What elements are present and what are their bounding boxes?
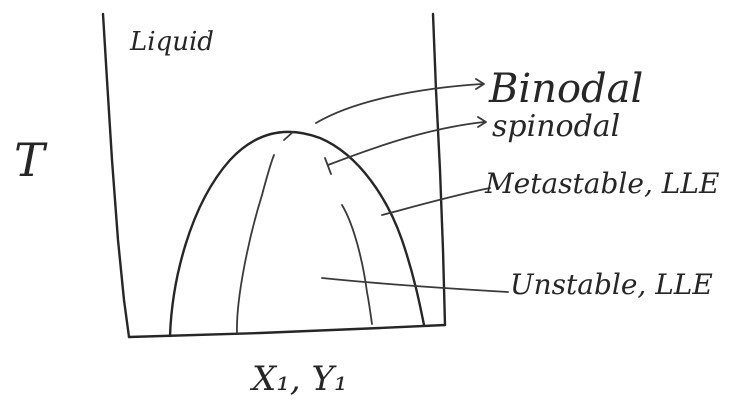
metastable-pointer: [381, 187, 491, 216]
binodal-pointer: [315, 78, 485, 124]
unstable-label: Unstable, LLE: [510, 268, 713, 301]
axis-x-label: X₁, Y₁: [249, 359, 348, 399]
binodal-label: Binodal: [488, 66, 643, 112]
spinodal-curve-left: [236, 154, 275, 334]
spinodal-curve-right: [341, 204, 373, 325]
axis-y-label: T: [14, 133, 48, 187]
peak-tick: [283, 131, 294, 141]
binodal-curve: [168, 130, 426, 338]
spinodal-label: spinodal: [492, 109, 620, 144]
metastable-label: Metastable, LLE: [484, 167, 719, 200]
left-wall: [101, 12, 131, 339]
spinodal-pointer: [324, 116, 487, 175]
unstable-pointer: [321, 277, 509, 293]
right-wall: [431, 12, 447, 327]
bottom-axis: [127, 323, 447, 339]
liquid-label: Liquid: [129, 27, 214, 57]
